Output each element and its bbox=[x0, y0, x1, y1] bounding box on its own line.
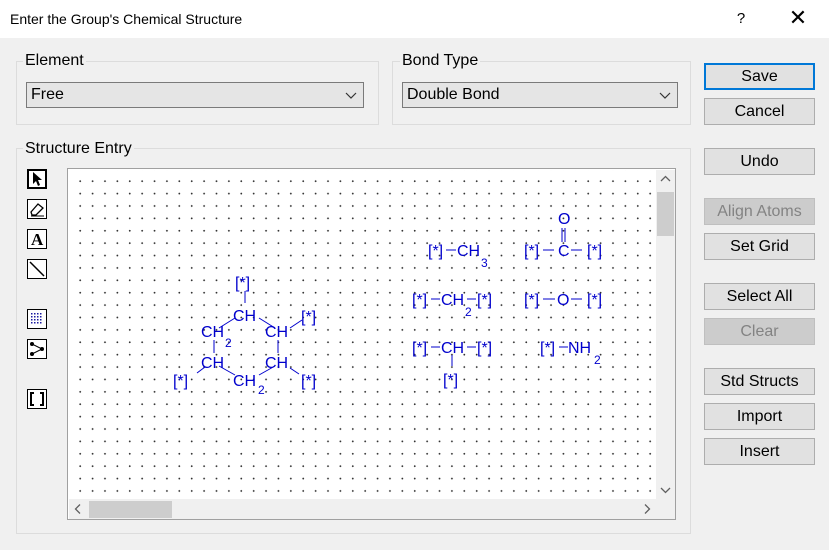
ring-ch-top: CH bbox=[233, 308, 256, 325]
grid-toggle-icon[interactable] bbox=[27, 309, 47, 329]
ether-r2: [*] bbox=[587, 292, 602, 309]
carbonyl-r2: [*] bbox=[587, 243, 602, 260]
methyl-sub: 3 bbox=[481, 256, 488, 270]
vertical-scrollbar[interactable] bbox=[656, 170, 675, 500]
grid-dots bbox=[69, 170, 656, 499]
methine-r1: [*] bbox=[412, 340, 427, 357]
title-bar: Enter the Group's Chemical Structure ? ✕ bbox=[0, 0, 829, 38]
bond-connect-icon[interactable] bbox=[27, 339, 47, 359]
chevron-down-icon bbox=[659, 92, 671, 99]
save-button[interactable]: Save bbox=[704, 63, 815, 90]
ring-ch-bottom: CH bbox=[233, 373, 256, 390]
bond-type-group bbox=[392, 61, 691, 125]
structure-entry-label: Structure Entry bbox=[23, 140, 134, 158]
bond-type-label: Bond Type bbox=[400, 52, 481, 70]
vertical-scroll-thumb[interactable] bbox=[657, 192, 674, 236]
align-atoms-button[interactable]: Align Atoms bbox=[704, 198, 815, 225]
window-title: Enter the Group's Chemical Structure bbox=[10, 11, 243, 27]
cancel-button[interactable]: Cancel bbox=[704, 98, 815, 125]
ring-ch-bottom-sub: 2 bbox=[258, 383, 265, 397]
ring-ch-right: CH bbox=[265, 324, 288, 341]
chevron-down-icon bbox=[345, 92, 357, 99]
select-all-button[interactable]: Select All bbox=[704, 283, 815, 310]
amine-r: [*] bbox=[540, 340, 555, 357]
ether-o: O bbox=[557, 292, 569, 309]
close-button[interactable]: ✕ bbox=[788, 5, 808, 30]
horizontal-scrollbar[interactable] bbox=[69, 499, 656, 519]
pointer-icon[interactable] bbox=[27, 169, 47, 189]
methine-ch: CH bbox=[441, 340, 464, 357]
element-dropdown[interactable]: Free bbox=[26, 82, 364, 108]
structure-canvas[interactable]: [*] CH 2 CH CH CH CH CH 2 [*] [*] [*] [*… bbox=[67, 168, 676, 520]
import-button[interactable]: Import bbox=[704, 403, 815, 430]
methine-r2: [*] bbox=[477, 340, 492, 357]
ring-ch-left: CH bbox=[201, 324, 224, 341]
element-value: Free bbox=[31, 86, 64, 103]
eraser-icon[interactable] bbox=[27, 199, 47, 219]
methyl-r: [*] bbox=[428, 243, 443, 260]
insert-button[interactable]: Insert bbox=[704, 438, 815, 465]
carbonyl-o: O bbox=[558, 211, 570, 228]
ring-ch-top-sub: 2 bbox=[225, 336, 232, 350]
horizontal-scroll-thumb[interactable] bbox=[89, 501, 172, 518]
methylene-sub: 2 bbox=[465, 305, 472, 319]
element-group bbox=[16, 61, 379, 125]
ring-bottom-left-r: [*] bbox=[173, 373, 188, 390]
svg-text:A: A bbox=[31, 230, 44, 248]
ring-ch-bottom-right: CH bbox=[265, 355, 288, 372]
element-label: Element bbox=[23, 52, 86, 70]
scroll-down-icon[interactable] bbox=[656, 481, 675, 499]
scroll-up-icon[interactable] bbox=[656, 170, 675, 188]
ring-ch-bottom-left: CH bbox=[201, 355, 224, 372]
carbonyl-r1: [*] bbox=[524, 243, 539, 260]
scroll-right-icon[interactable] bbox=[638, 499, 656, 519]
bond-type-value: Double Bond bbox=[407, 86, 500, 103]
methyl-ch: CH bbox=[457, 243, 480, 260]
ring-bottom-right-r: [*] bbox=[301, 373, 316, 390]
structure-drawing[interactable]: [*] CH 2 CH CH CH CH CH 2 [*] [*] [*] [*… bbox=[69, 170, 656, 499]
bracket-icon[interactable] bbox=[27, 389, 47, 409]
bond-type-dropdown[interactable]: Double Bond bbox=[402, 82, 678, 108]
std-structs-button[interactable]: Std Structs bbox=[704, 368, 815, 395]
ether-r1: [*] bbox=[524, 292, 539, 309]
set-grid-button[interactable]: Set Grid bbox=[704, 233, 815, 260]
ring-right-r: [*] bbox=[301, 309, 316, 326]
amine-nh: NH bbox=[568, 340, 591, 357]
carbonyl-c: C bbox=[558, 243, 570, 260]
scrollbar-corner bbox=[656, 499, 675, 519]
text-tool-icon[interactable]: A bbox=[27, 229, 47, 249]
amine-sub: 2 bbox=[594, 353, 601, 367]
ring-top-r: [*] bbox=[235, 275, 250, 292]
help-button[interactable]: ? bbox=[736, 10, 746, 27]
clear-button[interactable]: Clear bbox=[704, 318, 815, 345]
bond-line-icon[interactable] bbox=[27, 259, 47, 279]
undo-button[interactable]: Undo bbox=[704, 148, 815, 175]
methylene-r1: [*] bbox=[412, 292, 427, 309]
structure-entry-group bbox=[16, 148, 691, 534]
scroll-left-icon[interactable] bbox=[69, 499, 87, 519]
methylene-ch: CH bbox=[441, 292, 464, 309]
methine-r3: [*] bbox=[443, 372, 458, 389]
methylene-r2: [*] bbox=[477, 292, 492, 309]
